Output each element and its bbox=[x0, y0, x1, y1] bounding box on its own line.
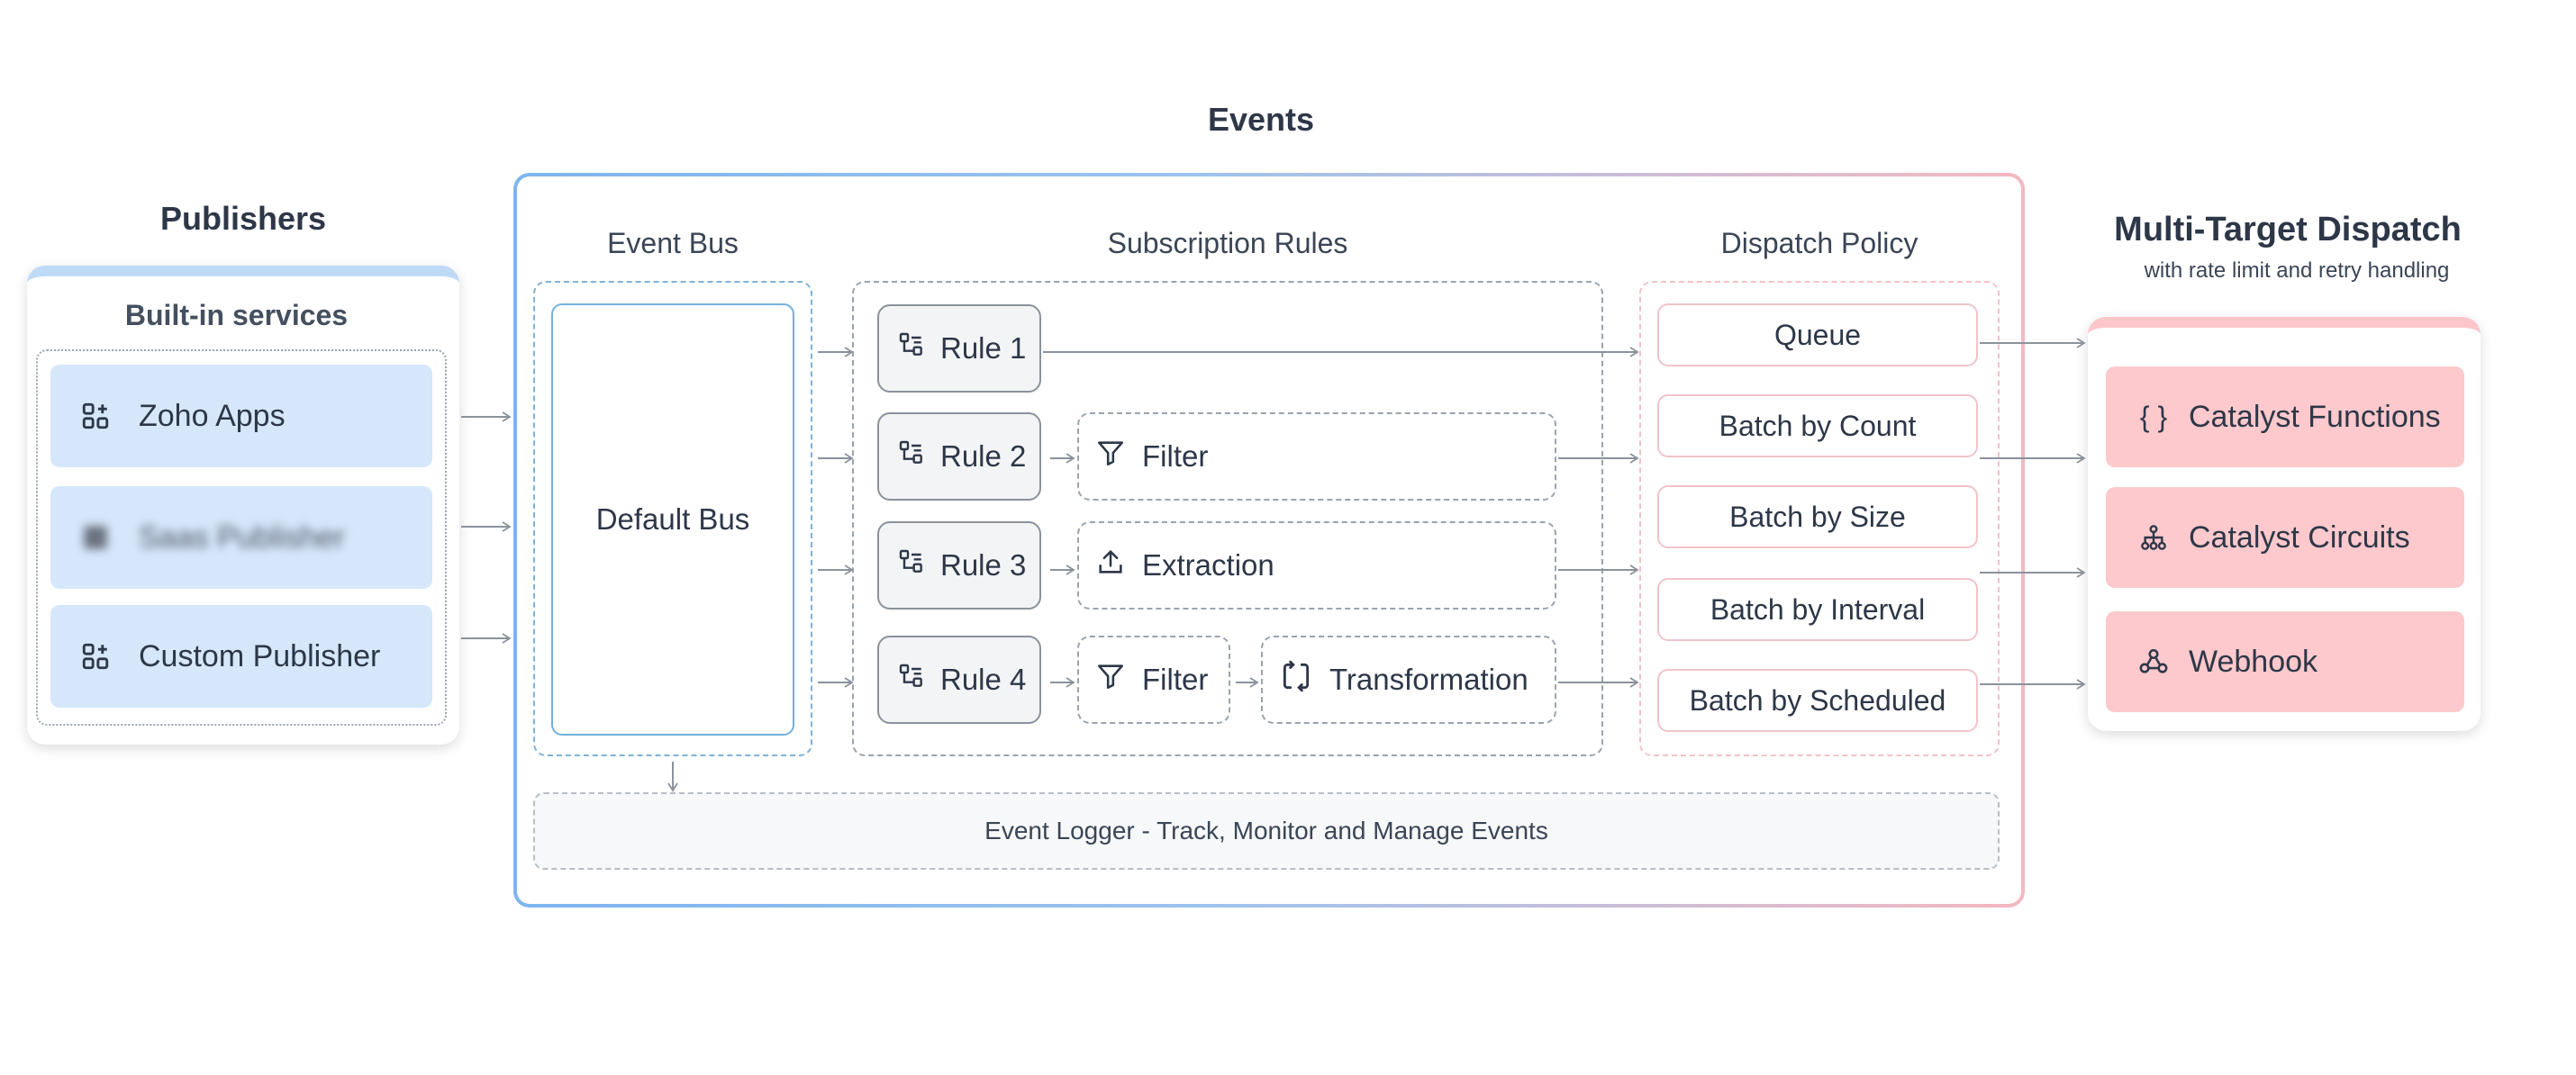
rule-1[interactable]: Rule 1 bbox=[877, 304, 1041, 393]
event-bus-title: Event Bus bbox=[607, 227, 739, 259]
filter-icon bbox=[1095, 438, 1126, 475]
rule-4-filter[interactable]: Filter bbox=[1077, 636, 1230, 724]
target-label: Catalyst Functions bbox=[2189, 399, 2441, 434]
rule-4-transformation[interactable]: Transformation bbox=[1261, 636, 1556, 724]
publishers-title: Publishers bbox=[159, 200, 327, 237]
dispatch-title: Multi-Target Dispatch bbox=[2114, 211, 2462, 248]
apps-grid-icon bbox=[79, 521, 112, 554]
policy-label: Batch by Size bbox=[1729, 500, 1906, 533]
publisher-label: Saas Publisher bbox=[139, 519, 345, 555]
rule-3[interactable]: Rule 3 bbox=[877, 521, 1041, 610]
target-catalyst-circuits[interactable]: Catalyst Circuits bbox=[2106, 487, 2464, 588]
policy-label: Batch by Count bbox=[1719, 409, 1917, 442]
action-label: Filter bbox=[1142, 663, 1209, 696]
publisher-zoho-apps[interactable]: Zoho Apps bbox=[50, 365, 432, 467]
rule-label: Rule 4 bbox=[940, 663, 1027, 696]
policy-batch-interval[interactable]: Batch by Interval bbox=[1657, 578, 1978, 641]
target-catalyst-functions[interactable]: { } Catalyst Functions bbox=[2106, 366, 2464, 467]
action-label: Extraction bbox=[1142, 548, 1274, 582]
rule-icon bbox=[897, 547, 926, 583]
builtin-services-group bbox=[36, 349, 447, 726]
policy-batch-count[interactable]: Batch by Count bbox=[1657, 394, 1978, 457]
rule-3-extraction[interactable]: Extraction bbox=[1077, 521, 1556, 610]
subscription-rules-group bbox=[852, 281, 1603, 756]
dispatch-policy-title: Dispatch Policy bbox=[1720, 227, 1918, 259]
policy-label: Batch by Interval bbox=[1710, 592, 1926, 626]
action-label: Transformation bbox=[1329, 663, 1528, 696]
dispatch-subtitle: with rate limit and retry handling bbox=[2144, 258, 2450, 283]
publisher-custom[interactable]: Custom Publisher bbox=[50, 605, 432, 708]
policy-label: Queue bbox=[1773, 318, 1862, 351]
policy-batch-size[interactable]: Batch by Size bbox=[1657, 485, 1978, 548]
events-title: Events bbox=[1207, 101, 1315, 138]
publisher-saas[interactable]: Saas Publisher bbox=[50, 486, 432, 589]
action-label: Filter bbox=[1142, 439, 1209, 473]
target-webhook[interactable]: Webhook bbox=[2106, 611, 2464, 712]
policy-queue[interactable]: Queue bbox=[1657, 303, 1978, 366]
target-label: Webhook bbox=[2189, 644, 2318, 679]
rule-2-filter[interactable]: Filter bbox=[1077, 412, 1556, 501]
default-bus-label: Default Bus bbox=[595, 502, 750, 536]
apps-grid-icon bbox=[79, 400, 112, 432]
target-label: Catalyst Circuits bbox=[2189, 519, 2410, 555]
filter-icon bbox=[1095, 661, 1126, 699]
rule-2[interactable]: Rule 2 bbox=[877, 412, 1041, 501]
webhook-icon bbox=[2136, 646, 2171, 677]
event-logger[interactable]: Event Logger - Track, Monitor and Manage… bbox=[533, 792, 2000, 870]
rule-icon bbox=[897, 438, 926, 474]
publisher-label: Zoho Apps bbox=[139, 398, 286, 433]
default-bus[interactable]: Default Bus bbox=[551, 303, 794, 736]
rule-label: Rule 3 bbox=[940, 548, 1027, 582]
rule-4[interactable]: Rule 4 bbox=[877, 636, 1041, 724]
apps-grid-icon bbox=[79, 640, 112, 673]
rule-label: Rule 2 bbox=[940, 439, 1027, 473]
policy-label: Batch by Scheduled bbox=[1689, 683, 1946, 717]
event-logger-label: Event Logger - Track, Monitor and Manage… bbox=[984, 817, 1548, 845]
builtin-services-label: Built-in services bbox=[124, 299, 349, 331]
dispatch-policy-group bbox=[1639, 281, 2000, 756]
event-bus-group bbox=[533, 281, 812, 756]
rule-icon bbox=[897, 330, 926, 366]
refresh-icon bbox=[1279, 659, 1313, 700]
subscription-rules-title: Subscription Rules bbox=[1107, 227, 1348, 259]
policy-batch-scheduled[interactable]: Batch by Scheduled bbox=[1657, 669, 1978, 732]
upload-icon bbox=[1095, 547, 1126, 584]
braces-icon: { } bbox=[2139, 400, 2168, 433]
rule-icon bbox=[897, 662, 926, 698]
rule-label: Rule 1 bbox=[940, 331, 1027, 365]
circuit-icon bbox=[2136, 523, 2171, 552]
publisher-label: Custom Publisher bbox=[139, 638, 381, 673]
